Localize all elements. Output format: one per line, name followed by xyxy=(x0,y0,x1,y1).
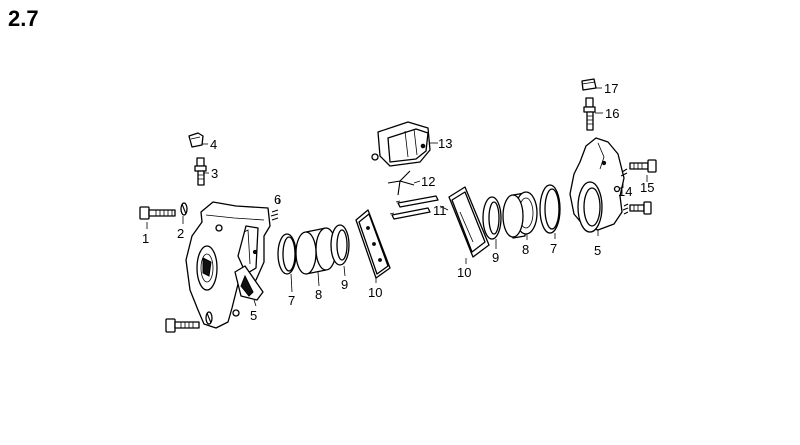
callout-8-left: 8 xyxy=(315,287,322,302)
callout-12: 12 xyxy=(421,174,435,189)
callout-3: 3 xyxy=(211,166,218,181)
callout-4: 4 xyxy=(210,137,217,152)
spring-washer-part-2 xyxy=(180,202,188,216)
callout-10-right: 10 xyxy=(457,265,471,280)
seal-right-part-9 xyxy=(482,196,502,240)
callout-9-right: 9 xyxy=(492,250,499,265)
brake-pad-right-part-10 xyxy=(448,186,490,258)
callout-17: 17 xyxy=(604,81,618,96)
brake-pad-left-part-10 xyxy=(355,209,391,279)
callout-5-left: 5 xyxy=(250,308,257,323)
callout-1: 1 xyxy=(142,231,149,246)
bolts-part-15 xyxy=(629,159,657,215)
seal-left-part-9 xyxy=(330,224,350,266)
ring-left-part-7 xyxy=(277,233,297,275)
bolt-part-1 xyxy=(139,206,176,220)
callout-14: 14 xyxy=(618,184,632,199)
callout-8-right: 8 xyxy=(522,242,529,257)
caliper-housing-right-part-5 xyxy=(569,137,625,233)
ring-right-part-7 xyxy=(539,184,561,234)
caliper-housing-left-part-5 xyxy=(185,201,271,329)
piston-left-part-8 xyxy=(295,227,337,275)
callout-16: 16 xyxy=(605,106,619,121)
callout-2: 2 xyxy=(177,226,184,241)
callout-13: 13 xyxy=(438,136,452,151)
cap-part-17 xyxy=(581,78,597,91)
lower-bolt xyxy=(165,311,213,333)
nipple-part-3 xyxy=(194,157,207,186)
leader-lines xyxy=(146,87,648,307)
callout-labels: 1 2 3 4 5 6 7 8 9 10 11 12 13 10 9 8 7 5… xyxy=(142,81,654,323)
piston-right-part-8 xyxy=(502,191,538,239)
clip-part-12 xyxy=(387,170,415,196)
callout-9-left: 9 xyxy=(341,277,348,292)
cap-part-4 xyxy=(188,132,204,148)
nipple-part-16 xyxy=(583,97,596,131)
callout-5-right: 5 xyxy=(594,243,601,258)
callout-11: 11 xyxy=(433,203,447,218)
callout-6: 6 xyxy=(274,192,281,207)
spring-part-14 xyxy=(620,168,629,215)
spring-part-6 xyxy=(270,209,279,221)
callout-10-left: 10 xyxy=(368,285,382,300)
callout-7-left: 7 xyxy=(288,293,295,308)
callout-7-right: 7 xyxy=(550,241,557,256)
callout-15: 15 xyxy=(640,180,654,195)
pins-part-11 xyxy=(389,195,439,220)
bracket-part-13 xyxy=(371,121,431,167)
section-number: 2.7 xyxy=(8,6,39,31)
